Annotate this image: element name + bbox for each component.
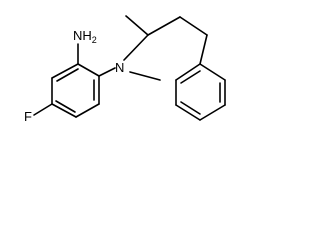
- ring-c-bond-3: [199, 104, 226, 121]
- bond-ring-to-n: [98, 67, 116, 77]
- ring-b-bond-n-c2: [123, 34, 149, 61]
- benzo-ring: [175, 63, 226, 121]
- ring-a-bond-6: [51, 63, 79, 79]
- fluorophenyl-ring: [51, 63, 100, 118]
- ring-a-bond-6-inner: [56, 68, 79, 82]
- ring-b-bond-c3-c4: [179, 16, 208, 36]
- bond-ring-to-fluorine: [33, 103, 53, 116]
- ring-c-bond-6: [175, 63, 201, 81]
- saturated-ring: [123, 15, 208, 81]
- ring-b-bond-c2-c3: [147, 16, 181, 36]
- structure-diagram: NH2 N F: [24, 15, 226, 124]
- ring-a-bond-4-inner: [55, 100, 76, 113]
- amine-h-label: H: [82, 28, 91, 43]
- ring-b-bond-n-c8a: [129, 71, 161, 81]
- amine-n-label: N: [73, 28, 82, 43]
- ring-nitrogen-label: N: [115, 60, 124, 75]
- amine-label: NH2: [73, 28, 97, 45]
- ring-a-bond-3: [75, 103, 100, 118]
- ring-c-bond-4-inner: [180, 101, 201, 115]
- fluorine-label: F: [24, 109, 32, 124]
- ring-a-bond-4: [51, 103, 77, 118]
- ring-c-bond-6-inner: [180, 70, 201, 84]
- ring-b-bond-c4-c4a: [199, 34, 208, 65]
- bond-c2-methyl: [125, 15, 149, 36]
- ring-c-bond-1: [199, 63, 226, 81]
- ring-a-bond-1: [77, 63, 100, 77]
- amine-h-count-label: 2: [92, 35, 97, 45]
- molecule-canvas: NH2 N F: [24, 15, 226, 124]
- ring-c-bond-4: [175, 104, 201, 121]
